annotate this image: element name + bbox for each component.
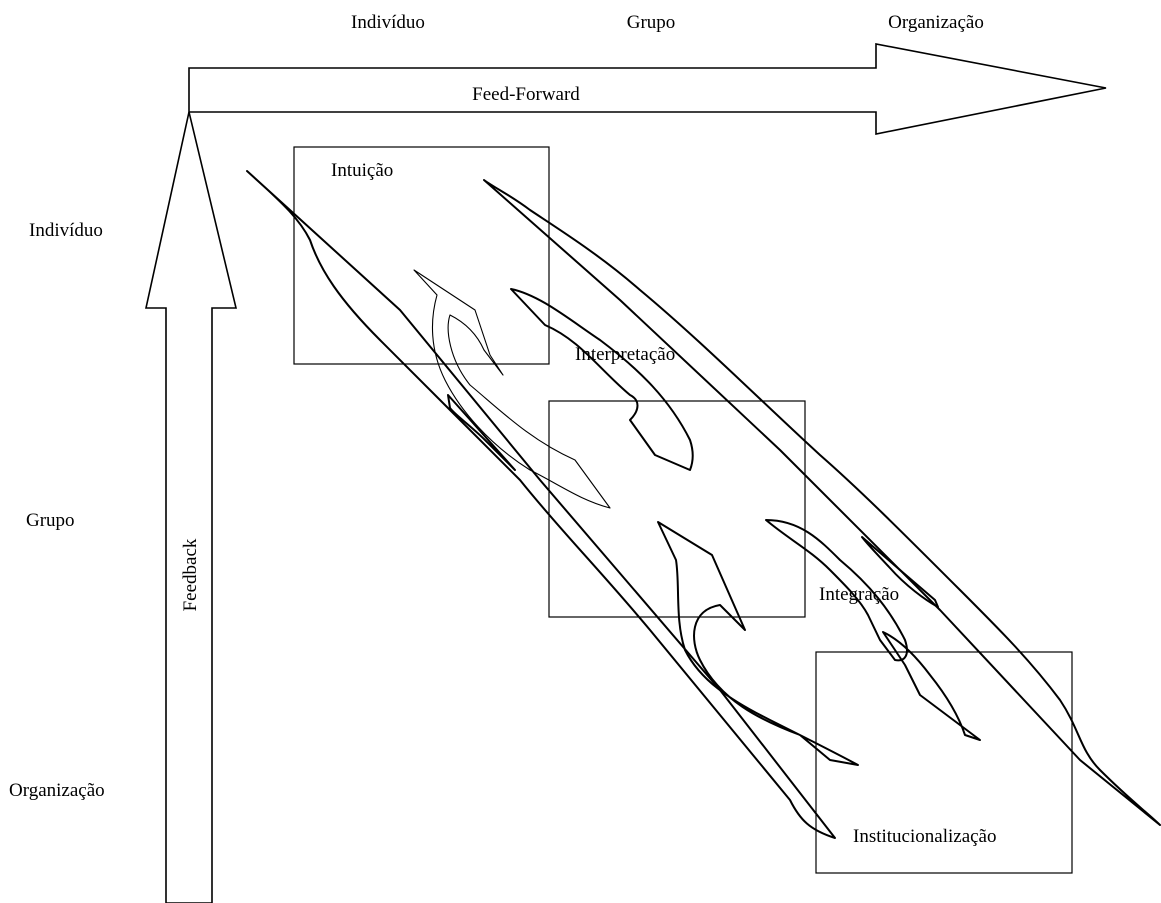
top-axis-label-individuo: Indivíduo <box>351 12 425 33</box>
process-label-interpretacao: Interpretação <box>575 344 675 365</box>
feed-forward-label: Feed-Forward <box>472 84 580 105</box>
feedback-arrow <box>145 111 238 903</box>
learning-band-4 <box>447 394 516 471</box>
feedback-label: Feedback <box>180 538 201 611</box>
box-institucionalizacao <box>815 651 1073 874</box>
left-axis-label-individuo: Indivíduo <box>29 220 103 241</box>
top-axis-label-organizacao: Organização <box>888 12 984 33</box>
learning-band-3 <box>510 288 694 471</box>
learning-band-8 <box>861 536 939 608</box>
top-axis-label-grupo: Grupo <box>627 12 676 33</box>
process-label-integracao: Integração <box>819 584 899 605</box>
learning-band-5 <box>413 269 611 509</box>
learning-band-9 <box>882 631 981 741</box>
learning-band-6 <box>657 521 859 766</box>
process-label-intuicao: Intuição <box>331 160 393 181</box>
left-axis-label-grupo: Grupo <box>26 510 75 531</box>
learning-band-1 <box>246 170 836 839</box>
left-axis-label-organizacao: Organização <box>9 780 105 801</box>
box-intuicao <box>293 146 550 365</box>
process-label-institucionalizacao: Institucionalização <box>853 826 997 847</box>
feed-forward-arrow <box>188 43 1107 135</box>
learning-band-7 <box>765 519 908 662</box>
learning-band-2 <box>483 179 1161 826</box>
